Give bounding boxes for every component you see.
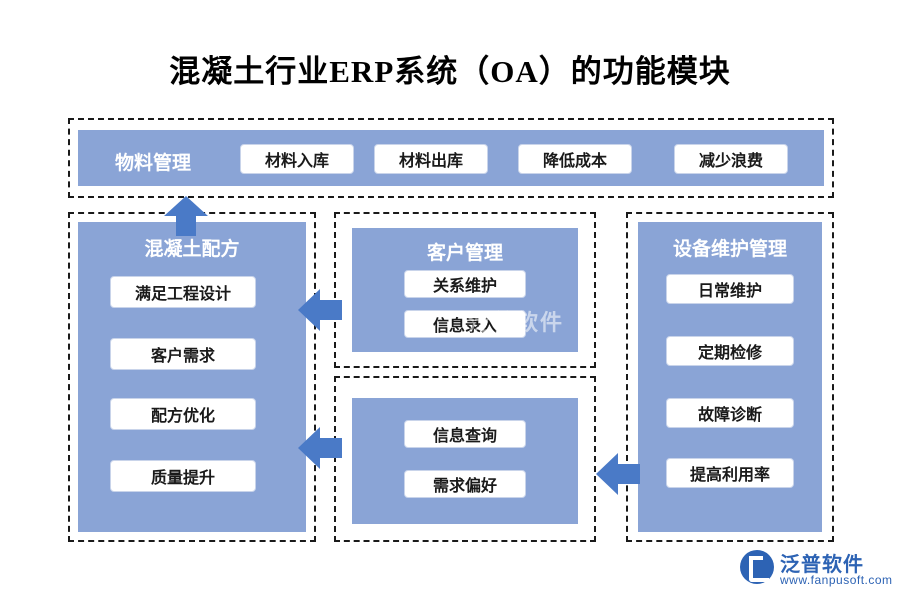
chip-formula-optimization[interactable]: 配方优化 [110,398,256,430]
chip-quality-improvement[interactable]: 质量提升 [110,460,256,492]
chip-engineering-design[interactable]: 满足工程设计 [110,276,256,308]
chip-customer-demand[interactable]: 客户需求 [110,338,256,370]
arrow-equipment-to-query [596,452,640,496]
material-panel-title: 物料管理 [114,153,191,174]
chip-reduce-cost[interactable]: 降低成本 [518,144,632,174]
query-section-border [334,376,596,542]
customer-panel-title: 客户管理 [426,243,503,264]
equipment-panel-title: 设备维护管理 [672,239,787,260]
chip-periodic-inspection[interactable]: 定期检修 [666,336,794,366]
chip-improve-utilization[interactable]: 提高利用率 [666,458,794,488]
chip-info-entry[interactable]: 信息录入 [404,310,526,338]
query-panel [352,398,578,524]
chip-fault-diagnosis[interactable]: 故障诊断 [666,398,794,428]
chip-info-query[interactable]: 信息查询 [404,420,526,448]
logo-mark-icon [740,550,774,584]
chip-relationship-maintenance[interactable]: 关系维护 [404,270,526,298]
arrow-query-to-formula [298,426,342,470]
logo-website: www.fanpusoft.com [780,573,893,587]
page-title: 混凝土行业ERP系统（OA）的功能模块 [169,54,731,89]
fanpu-logo: 泛普软件 www.fanpusoft.com [740,548,893,592]
logo-company-name: 泛普软件 [780,554,864,576]
customer-section-border [334,212,596,368]
chip-daily-maintenance[interactable]: 日常维护 [666,274,794,304]
equipment-section-border [626,212,834,542]
formula-panel-title: 混凝土配方 [144,239,240,260]
chip-material-inbound[interactable]: 材料入库 [240,144,354,174]
chip-material-outbound[interactable]: 材料出库 [374,144,488,174]
material-section-border [68,118,834,198]
chip-reduce-waste[interactable]: 减少浪费 [674,144,788,174]
chip-demand-preference[interactable]: 需求偏好 [404,470,526,498]
arrow-customer-to-formula [298,288,342,332]
arrow-up-to-material [162,196,210,236]
